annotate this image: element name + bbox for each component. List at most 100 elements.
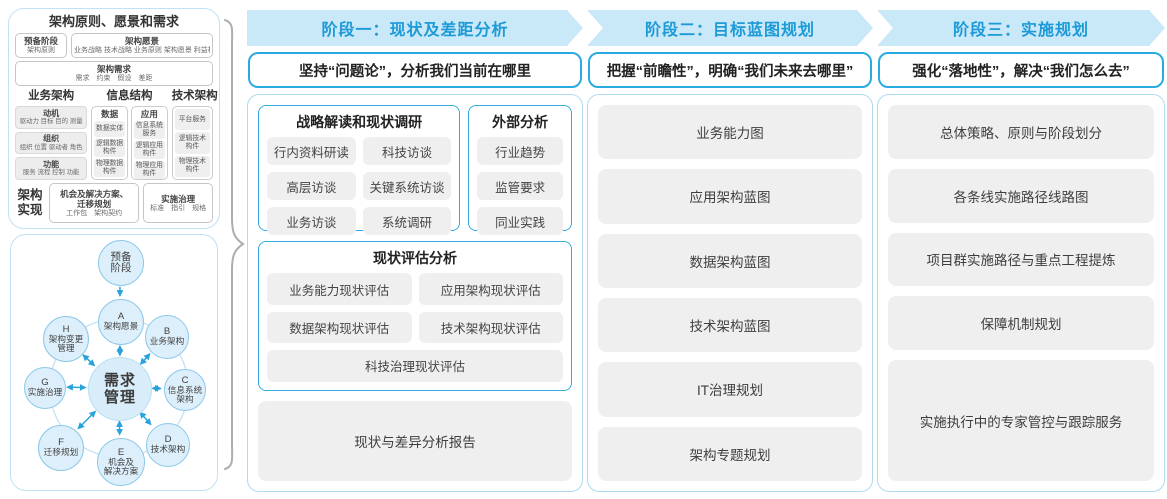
node-a-architecture-vision: A 架构愿景 xyxy=(98,299,144,345)
task-chip: 数据架构现状评估 xyxy=(267,311,412,344)
data-title: 数据 xyxy=(101,109,119,119)
group-title: 战略解读和现状调研 xyxy=(296,114,423,130)
information-structure-title: 信息结构 xyxy=(106,90,153,102)
architecture-realization-label: 架构 实现 xyxy=(17,188,43,217)
task-chip: 应用架构现状评估 xyxy=(418,273,563,305)
task-chip: 科技治理现状评估 xyxy=(267,350,563,382)
phase-3-column: 阶段三：实施规划 强化“落地性”，解决“我们怎么去” 总体策略、原则与阶段划分 … xyxy=(877,0,1165,499)
chip-title: 动机 xyxy=(43,108,60,118)
deliverable-box: 项目群实施路径与重点工程提炼 xyxy=(888,232,1154,287)
phase-2-content: 业务能力图 应用架构蓝图 数据架构蓝图 技术架构蓝图 IT治理规划 架构专题规划 xyxy=(587,94,873,492)
task-chip: 业务能力现状评估 xyxy=(267,273,412,305)
data-chip: 数据实体 xyxy=(94,121,125,137)
node-label: 架构变更 管理 xyxy=(48,333,84,353)
business-architecture-title: 业务架构 xyxy=(28,90,75,102)
opportunities-migration-box: 机会及解决方案、 迁移规划 工作包 架构契约 xyxy=(49,183,140,223)
deliverable-box: 架构专题规划 xyxy=(598,426,862,481)
deliverable-box: 保障机制规划 xyxy=(888,296,1154,351)
deliverable-box: 总体策略、原则与阶段划分 xyxy=(888,105,1154,159)
strategy-research-group: 战略解读和现状调研 行内资料研读 科技访谈 高层访谈 关键系统访谈 业务访谈 系… xyxy=(258,105,461,235)
node-e-opportunities-solutions: E 机会及 解决方案 xyxy=(97,438,145,486)
prep-phase-sub: 架构原则 xyxy=(27,47,55,54)
task-chip: 关键系统访谈 xyxy=(362,172,452,200)
information-subcolumns: 数据 数据实体 逻辑数据构件 物理数据构件 应用 信息系统服务 逻辑应用构件 物… xyxy=(91,106,168,180)
phase-1-header-band: 阶段一：现状及差距分析 xyxy=(247,10,583,46)
phase-3-header-band: 阶段三：实施规划 xyxy=(877,10,1165,46)
gap-analysis-report-box: 现状与差异分析报告 xyxy=(258,400,572,481)
node-letter: D xyxy=(164,434,172,446)
architecture-vision-sub: 业务战略 技术战略 业务原则 架构愿景 利益相关者 xyxy=(74,47,210,54)
deliverable-box: 技术架构蓝图 xyxy=(598,297,862,353)
data-chip: 物理数据构件 xyxy=(94,159,125,177)
task-chip: 行内资料研读 xyxy=(267,137,356,165)
data-subcolumn: 数据 数据实体 逻辑数据构件 物理数据构件 xyxy=(91,106,128,180)
architecture-requirements-sub: 需求 约束 假设 差距 xyxy=(75,75,153,82)
deliverable-box: 各条线实施路径线路图 xyxy=(888,168,1154,223)
external-analysis-grid: 行业趋势 监管要求 同业实践 xyxy=(477,137,563,235)
task-chip: 技术架构现状评估 xyxy=(418,311,563,344)
organization-chip: 组织 组织 位置 驱动者 角色 xyxy=(15,131,88,155)
architecture-requirements-title: 架构需求 xyxy=(96,64,131,74)
business-architecture-column: 业务架构 动机 驱动力 目标 目的 测量 组织 组织 位置 驱动者 角色 功能 … xyxy=(15,89,88,181)
node-prep-phase: 预备 阶段 xyxy=(98,240,144,286)
technology-chip: 物理技术构件 xyxy=(174,155,210,177)
implementation-governance-sub: 标准 指引 规格 xyxy=(150,204,207,212)
strategy-research-grid: 行内资料研读 科技访谈 高层访谈 关键系统访谈 业务访谈 系统调研 xyxy=(267,137,452,235)
deliverable-box: 业务能力图 xyxy=(598,105,862,160)
node-label: 技术架构 xyxy=(150,444,186,455)
deliverable-box: 数据架构蓝图 xyxy=(598,233,862,288)
technology-architecture-title: 技术架构 xyxy=(171,90,218,102)
application-chip: 物理应用构件 xyxy=(133,161,165,179)
node-d-technology-architecture: D 技术架构 xyxy=(146,423,190,467)
application-title: 应用 xyxy=(140,109,158,119)
task-chip: 系统调研 xyxy=(362,207,452,235)
application-chip: 逻辑应用构件 xyxy=(133,141,165,159)
architecture-requirements-box: 架构需求 需求 约束 假设 差距 xyxy=(15,61,213,86)
function-chip: 功能 服务 流程 控制 功能 xyxy=(15,157,88,181)
arrow-center-f xyxy=(77,410,97,430)
node-letter: B xyxy=(163,326,171,338)
phase-3-subtitle: 强化“落地性”，解决“我们怎么去” xyxy=(878,52,1164,88)
node-label: 信息系统 架构 xyxy=(167,384,203,404)
architecture-principles-panel: 架构原则、愿景和需求 预备阶段 架构原则 架构愿景 业务战略 技术战略 业务原则… xyxy=(8,8,220,229)
information-structure-column: 信息结构 数据 数据实体 逻辑数据构件 物理数据构件 应用 信息系统服务 逻辑应… xyxy=(91,89,168,180)
chip-sub: 服务 流程 控制 功能 xyxy=(22,169,80,177)
implementation-governance-title: 实施治理 xyxy=(161,193,196,204)
phase-1-content: 战略解读和现状调研 行内资料研读 科技访谈 高层访谈 关键系统访谈 业务访谈 系… xyxy=(247,94,583,492)
prep-phase-title: 预备阶段 xyxy=(23,36,58,46)
adm-cycle-panel: 预备 阶段 A 架构愿景 B 业务架构 C 信息系统 架构 D 技术架构 E 机… xyxy=(10,234,218,491)
node-f-migration-planning: F 迁移规划 xyxy=(38,425,84,471)
phase-1-column: 阶段一：现状及差距分析 坚持“问题论”，分析我们当前在哪里 战略解读和现状调研 … xyxy=(247,0,583,499)
node-g-implementation-governance: G 实施治理 xyxy=(24,367,66,409)
node-label: 实施治理 xyxy=(27,387,63,398)
node-label: 迁移规划 xyxy=(43,447,79,458)
node-label: 架构愿景 xyxy=(103,321,139,332)
architecture-vision-box: 架构愿景 业务战略 技术战略 业务原则 架构愿景 利益相关者 xyxy=(71,33,213,58)
technology-architecture-column: 技术架构 平台服务 逻辑技术构件 物理技术构件 xyxy=(171,89,218,180)
prep-phase-box: 预备阶段 架构原则 xyxy=(15,33,67,58)
external-analysis-group: 外部分析 行业趋势 监管要求 同业实践 xyxy=(468,105,572,235)
node-letter: H xyxy=(62,323,70,335)
chip-title: 组织 xyxy=(43,134,60,144)
motivation-chip: 动机 驱动力 目标 目的 测量 xyxy=(15,106,88,129)
application-subcolumn: 应用 信息系统服务 逻辑应用构件 物理应用构件 xyxy=(130,106,168,180)
node-requirements-management: 需求 管理 xyxy=(88,357,152,421)
deliverable-box: 应用架构蓝图 xyxy=(598,169,862,224)
node-letter: C xyxy=(181,374,189,386)
application-chip: 信息系统服务 xyxy=(133,121,165,139)
current-state-assessment-group: 现状评估分析 业务能力现状评估 应用架构现状评估 数据架构现状评估 技术架构现状… xyxy=(258,241,572,391)
architecture-domains-row: 业务架构 动机 驱动力 目标 目的 测量 组织 组织 位置 驱动者 角色 功能 … xyxy=(15,89,218,181)
arrow-center-d xyxy=(139,411,152,426)
node-letter: A xyxy=(117,311,125,323)
chip-sub: 驱动力 目标 目的 测量 xyxy=(19,118,83,126)
chip-title: 功能 xyxy=(43,159,60,169)
curly-brace xyxy=(224,19,245,470)
node-h-architecture-change-management: H 架构变更 管理 xyxy=(43,316,89,362)
task-chip: 高层访谈 xyxy=(267,172,356,200)
panel-title: 架构原则、愿景和需求 xyxy=(48,14,179,29)
task-chip: 行业趋势 xyxy=(477,137,563,165)
technology-box: 平台服务 逻辑技术构件 物理技术构件 xyxy=(171,106,213,180)
chip-sub: 组织 位置 驱动者 角色 xyxy=(19,143,83,151)
node-letter: E xyxy=(117,446,125,458)
node-c-information-system-architecture: C 信息系统 架构 xyxy=(164,369,206,411)
